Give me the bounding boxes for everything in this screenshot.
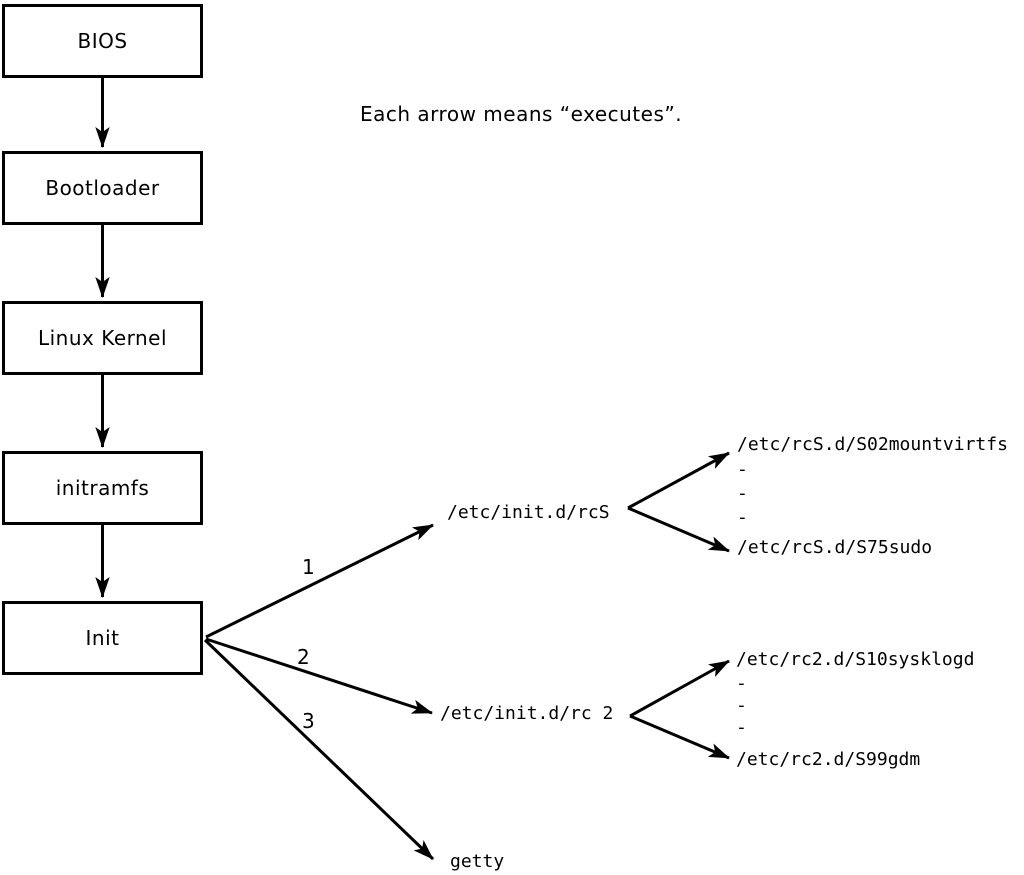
rcSd-ellipsis-dash: - — [737, 507, 748, 528]
node-etc-init-d-rcS: /etc/init.d/rcS — [447, 502, 610, 523]
arrow-rc2-to-S10sysklogd — [629, 659, 730, 718]
rc2d-ellipsis-dash: - — [736, 695, 747, 716]
arrow-order-label-1: 1 — [302, 555, 315, 579]
node-rc2d-last-script: /etc/rc2.d/S99gdm — [736, 749, 921, 770]
node-rc2d-first-script: /etc/rc2.d/S10sysklogd — [736, 649, 975, 670]
node-rcSd-last-script: /etc/rcS.d/S75sudo — [737, 537, 933, 558]
node-bootloader-label: Bootloader — [45, 176, 160, 200]
node-linux-kernel: Linux Kernel — [2, 301, 203, 375]
node-bootloader: Bootloader — [2, 151, 203, 225]
arrow-init-to-rc2 — [205, 637, 433, 715]
arrow-init-to-getty — [203, 638, 435, 861]
node-etc-init-d-rc2: /etc/init.d/rc 2 — [440, 703, 614, 724]
arrow-order-label-2: 2 — [297, 645, 310, 669]
arrow-init-to-rcS — [205, 523, 434, 639]
node-linux-kernel-label: Linux Kernel — [37, 326, 168, 350]
rc2d-ellipsis-dash: - — [736, 717, 747, 738]
node-bios-label: BIOS — [77, 29, 128, 53]
node-init-label: Init — [85, 626, 120, 650]
rc2d-ellipsis-dash: - — [736, 673, 747, 694]
arrow-rc2-to-S99gdm — [629, 714, 730, 760]
node-init: Init — [2, 601, 203, 675]
node-initramfs: initramfs — [2, 451, 203, 525]
node-getty: getty — [450, 851, 505, 872]
arrow-rcS-to-S75sudo — [627, 506, 730, 553]
rcSd-ellipsis-dash: - — [737, 459, 748, 480]
arrow-rcS-to-S02mountvirtfs — [627, 451, 730, 510]
node-bios: BIOS — [2, 4, 203, 78]
node-rcSd-first-script: /etc/rcS.d/S02mountvirtfs — [737, 434, 1008, 455]
rcSd-ellipsis-dash: - — [737, 483, 748, 504]
legend-note: Each arrow means “executes”. — [360, 102, 683, 126]
node-initramfs-label: initramfs — [55, 476, 150, 500]
arrow-order-label-3: 3 — [302, 709, 315, 733]
